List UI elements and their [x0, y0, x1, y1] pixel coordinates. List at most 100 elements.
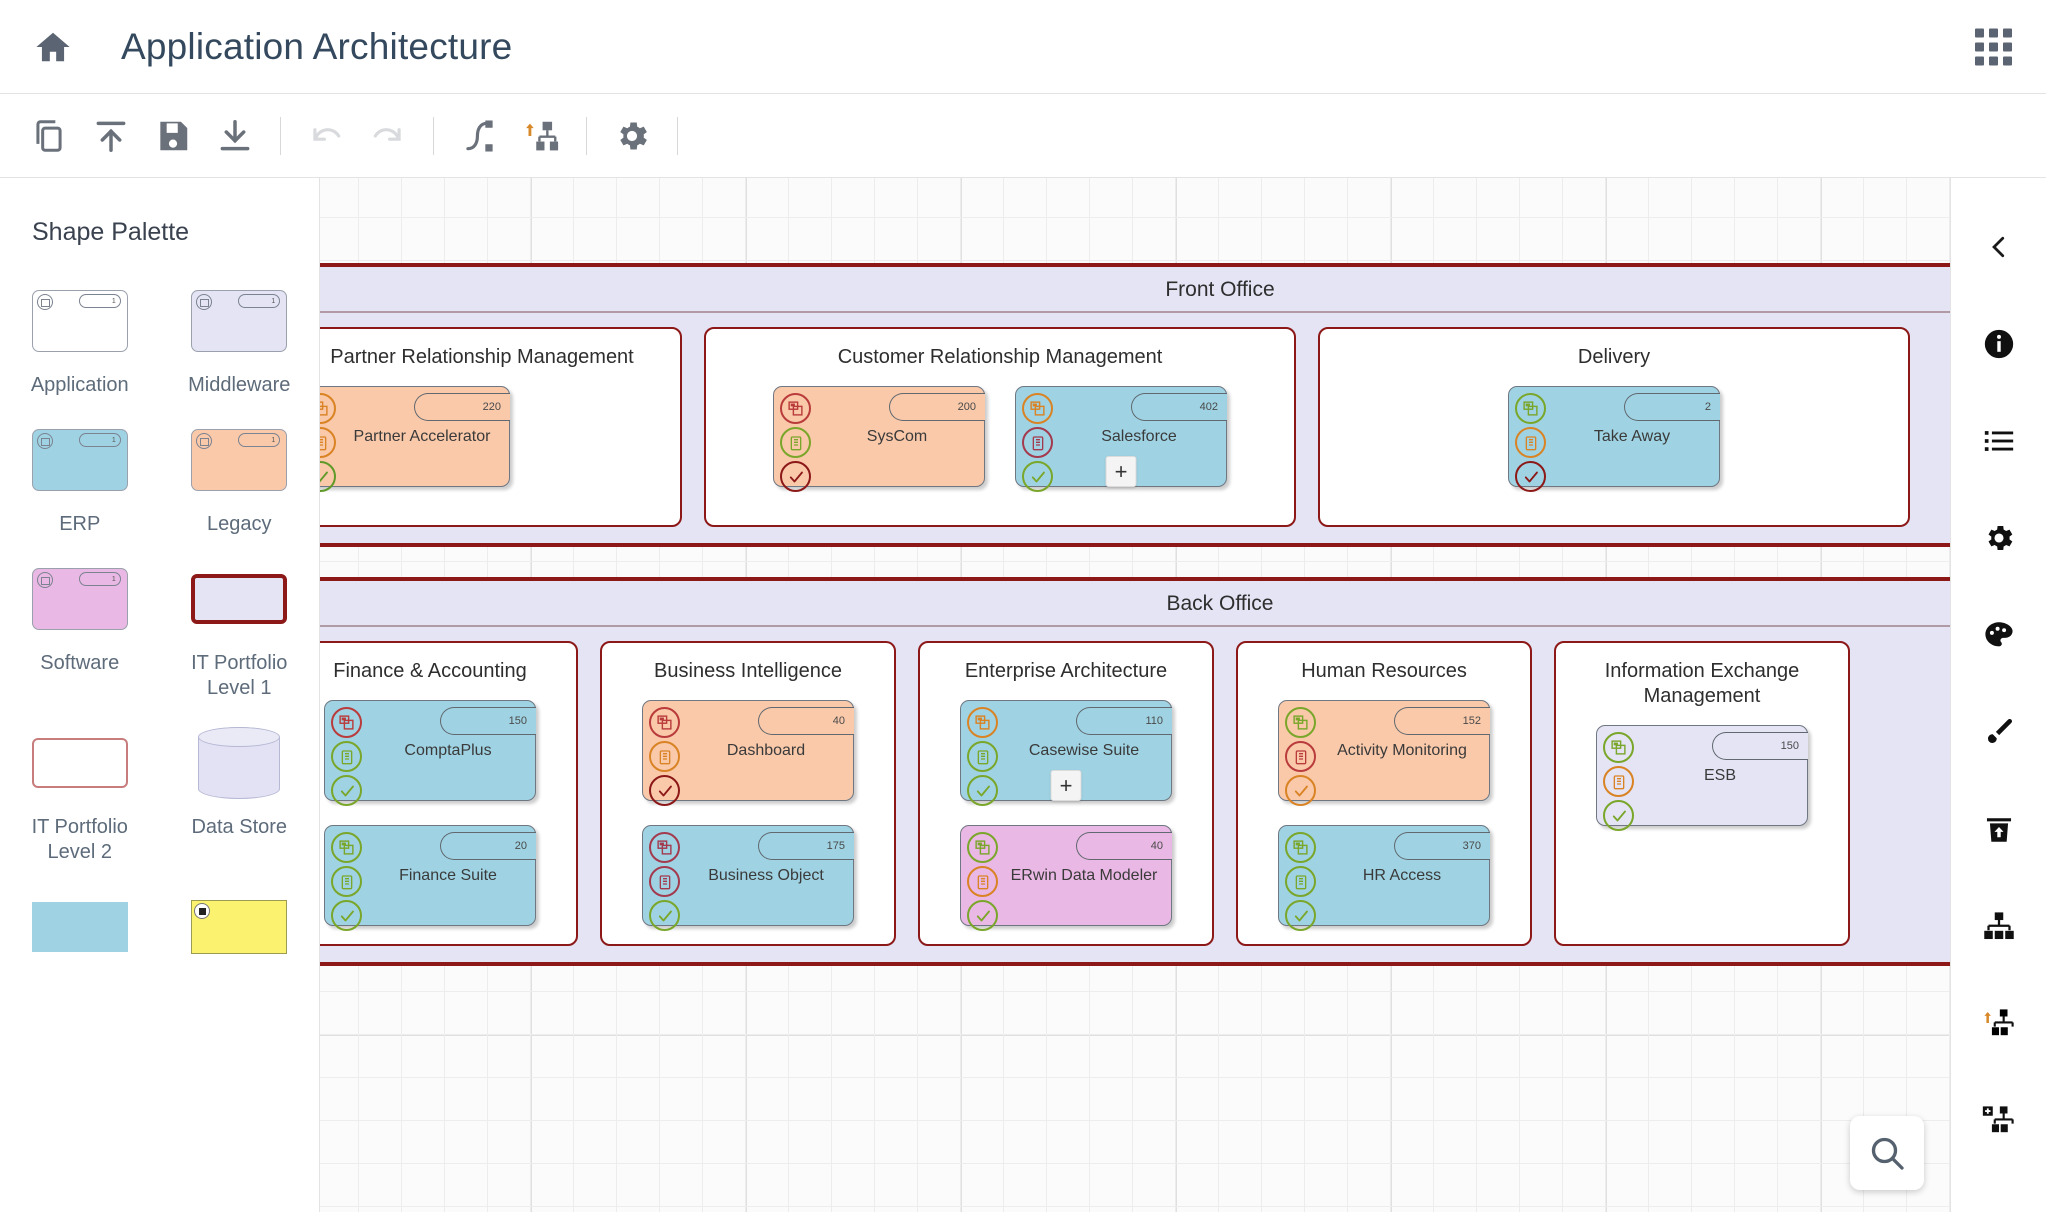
- palette-item-it-portfolio-level-2[interactable]: IT Portfolio Level 2: [0, 719, 160, 869]
- palette-item-label: ERP: [59, 513, 101, 535]
- shape-preview: [191, 563, 288, 635]
- info-button[interactable]: [1972, 317, 2026, 371]
- palette-item-plain-rect[interactable]: [0, 883, 160, 983]
- page-title: Application Architecture: [121, 25, 513, 67]
- color-palette-button[interactable]: [1972, 608, 2026, 662]
- palette-item-it-portfolio-level-1[interactable]: IT Portfolio Level 1: [160, 555, 320, 705]
- connector-button[interactable]: [448, 105, 510, 167]
- app-metric-badge: 150: [1712, 732, 1808, 760]
- settings-button[interactable]: [1972, 511, 2026, 565]
- upload-button[interactable]: [80, 105, 142, 167]
- promote-hierarchy-button[interactable]: [1972, 996, 2026, 1050]
- app-type-icon: [649, 832, 680, 863]
- app-header: Application Architecture: [0, 0, 2046, 94]
- palette-item-software[interactable]: 1 Software: [0, 555, 160, 705]
- palette-item-middleware[interactable]: 1 Middleware: [160, 277, 320, 402]
- apps-grid-icon[interactable]: [1975, 28, 2012, 65]
- erp-shape: 1: [31, 429, 128, 491]
- copy-button[interactable]: [18, 105, 80, 167]
- lifecycle-icon: [649, 741, 680, 772]
- app-metric-badge: 175: [758, 832, 854, 860]
- undo-button[interactable]: [295, 105, 357, 167]
- collapse-panel-button[interactable]: [1972, 220, 2026, 274]
- home-icon[interactable]: [30, 24, 76, 70]
- toolbar-separator: [677, 116, 678, 155]
- palette-item-erp[interactable]: 1 ERP: [0, 416, 160, 541]
- indicator-column: [331, 707, 362, 806]
- lifecycle-icon: [967, 741, 998, 772]
- palette-item-note[interactable]: [160, 883, 320, 983]
- expand-node-button[interactable]: +: [1050, 770, 1082, 801]
- shape-preview: 1: [191, 285, 288, 357]
- expand-node-button[interactable]: +: [1105, 456, 1137, 487]
- status-check-icon: [1285, 900, 1316, 931]
- promote-button[interactable]: [510, 105, 572, 167]
- settings-button[interactable]: [601, 105, 663, 167]
- shape-palette: Shape Palette 1 Application 1: [0, 178, 320, 1212]
- lifecycle-icon: [1022, 427, 1053, 458]
- app-type-icon: [1285, 707, 1316, 738]
- palette-item-data-store[interactable]: Data Store: [160, 719, 320, 869]
- capability-group-title: Enterprise Architecture: [964, 660, 1168, 682]
- indicator-column: [967, 707, 998, 806]
- palette-grid: 1 Application 1 Middleware: [0, 277, 319, 983]
- app-name-label: ComptaPlus: [404, 741, 492, 759]
- lifecycle-icon: [331, 741, 362, 772]
- shape-preview: 1: [191, 424, 288, 496]
- app-type-icon: [320, 393, 336, 424]
- save-button[interactable]: [142, 105, 204, 167]
- shape-preview: 1: [31, 563, 128, 635]
- palette-item-application[interactable]: 1 Application: [0, 277, 160, 402]
- indicator-column: [1603, 732, 1634, 831]
- indicator-column: [320, 393, 336, 492]
- palette-item-legacy[interactable]: 1 Legacy: [160, 416, 320, 541]
- lifecycle-icon: [1285, 866, 1316, 897]
- it-portfolio-level-2-shape: [31, 738, 128, 788]
- palette-item-label: Middleware: [188, 374, 291, 396]
- delete-button[interactable]: [1972, 802, 2026, 856]
- list-button[interactable]: [1972, 414, 2026, 468]
- status-check-icon: [967, 775, 998, 806]
- search-button[interactable]: [1850, 1116, 1924, 1190]
- redo-button[interactable]: [357, 105, 419, 167]
- hierarchy-button[interactable]: [1972, 899, 2026, 953]
- app-metric-badge: 40: [1076, 832, 1172, 860]
- data-store-shape: [198, 727, 281, 799]
- app-name-label: Finance Suite: [399, 866, 497, 884]
- add-hierarchy-button[interactable]: [1972, 1093, 2026, 1147]
- note-shape: [191, 900, 288, 954]
- download-button[interactable]: [204, 105, 266, 167]
- app-badge: 1: [78, 294, 121, 308]
- app-name-label: Salesforce: [1101, 427, 1177, 445]
- brush-button[interactable]: [1972, 705, 2026, 759]
- app-name-label: Take Away: [1593, 427, 1671, 445]
